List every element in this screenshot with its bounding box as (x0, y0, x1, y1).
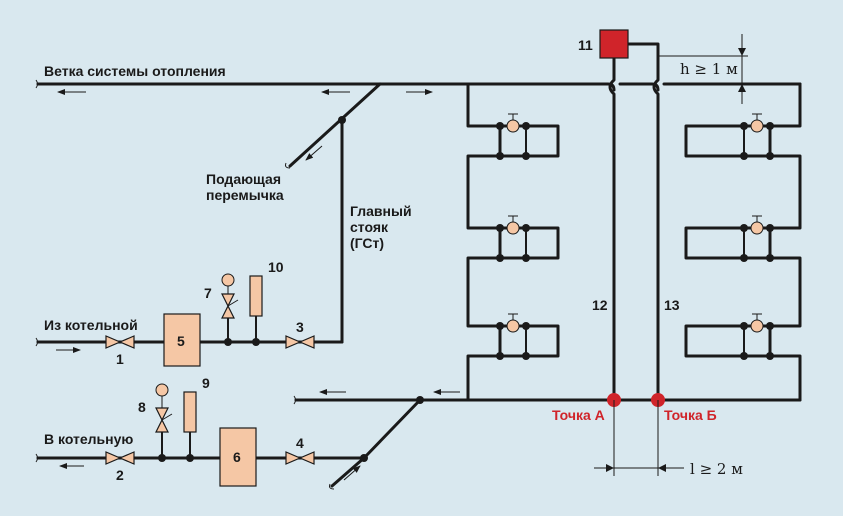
valve-1 (105, 335, 135, 349)
valve-2 (105, 451, 135, 465)
from-boiler-label: Из котельной (44, 317, 138, 333)
label-3: 3 (296, 319, 304, 335)
return-main-pipe (293, 389, 802, 405)
branch-label: Ветка системы отопления (44, 63, 226, 79)
label-6: 6 (233, 449, 241, 465)
safety-valve-7 (221, 273, 239, 319)
height-rule-label: h ≥ 1 м (680, 60, 738, 78)
equipment-6 (219, 427, 257, 487)
label-13: 13 (664, 297, 680, 313)
label-2: 2 (116, 467, 124, 483)
height-dimension (658, 34, 748, 104)
label-9: 9 (202, 375, 210, 391)
gauge-10 (249, 275, 263, 317)
label-1: 1 (116, 351, 124, 367)
jumper-label-line2: перемычка (206, 187, 284, 203)
safety-valve-8 (155, 383, 173, 433)
jumper-label-line1: Подающая (206, 171, 281, 187)
valve-3 (285, 335, 315, 349)
label-10: 10 (268, 259, 284, 275)
thermo-valve-icon (750, 113, 764, 333)
to-boiler-label: В котельную (44, 431, 133, 447)
thermo-valve-icon (506, 113, 520, 333)
riser-label-line2: стояк (350, 219, 389, 235)
equipment-5 (163, 313, 201, 367)
left-riser-group (466, 82, 560, 402)
from-boiler-pipe (35, 315, 344, 353)
length-dimension (594, 400, 684, 476)
valve-4 (285, 451, 315, 465)
heating-branch-pipe (35, 79, 802, 92)
expansion-pipe-12 (608, 56, 616, 402)
gauge-9 (183, 391, 197, 433)
return-jumper-pipe (329, 396, 424, 490)
label-4: 4 (296, 435, 304, 451)
label-8: 8 (138, 399, 146, 415)
right-riser-group (684, 82, 802, 402)
point-b-label: Точка Б (664, 407, 717, 423)
length-rule-label: l ≥ 2 м (690, 460, 743, 478)
riser-label-line3: (ГСт) (350, 235, 384, 251)
expansion-tank-11 (599, 29, 629, 59)
point-a-label: Точка А (552, 407, 605, 423)
label-11: 11 (578, 37, 593, 53)
supply-jumper-pipe (285, 82, 382, 169)
riser-label-line1: Главный (350, 203, 412, 219)
label-7: 7 (204, 285, 212, 301)
label-12: 12 (592, 297, 608, 313)
expansion-pipe-13 (626, 42, 660, 402)
label-5: 5 (177, 333, 185, 349)
